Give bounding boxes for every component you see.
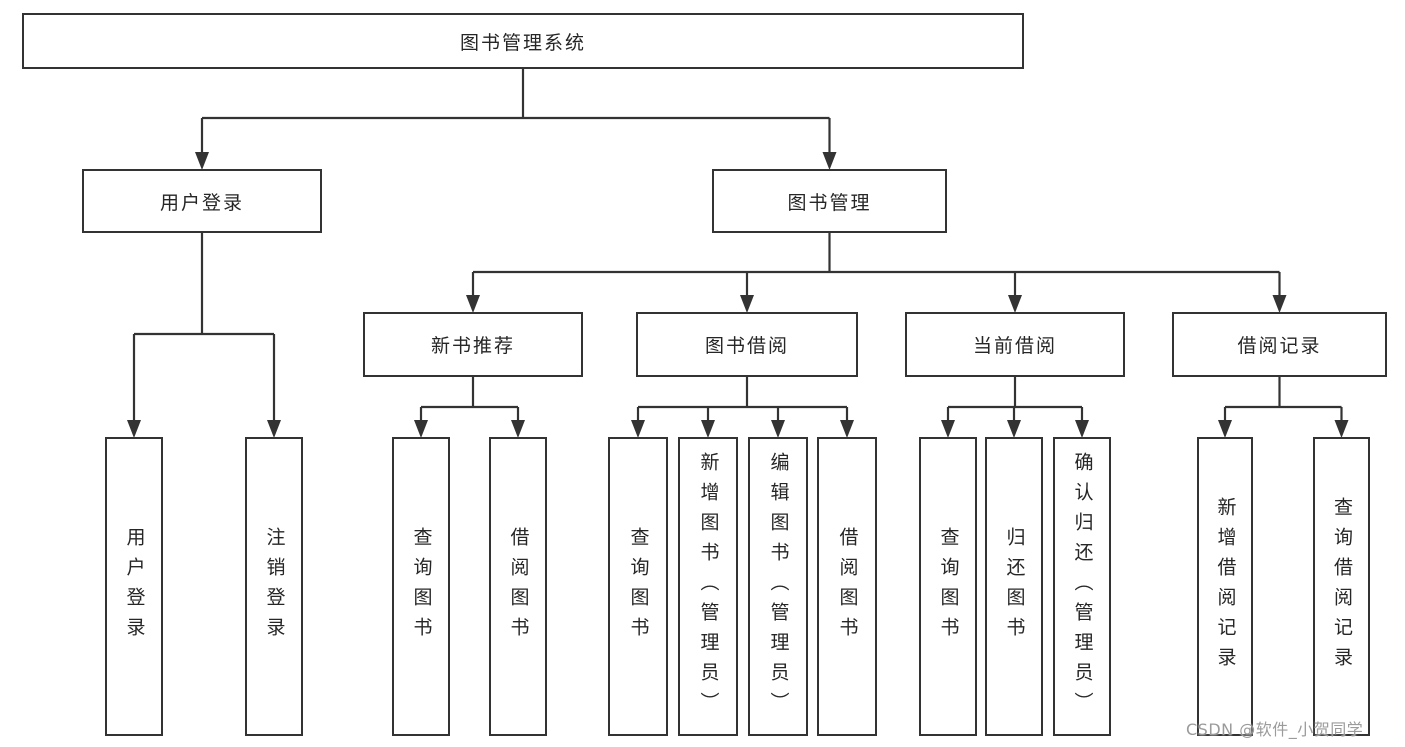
leaf-query-book-borrow: 查询图书 [608, 437, 668, 736]
leaf-borrow-book: 借阅图书 [817, 437, 877, 736]
node-book-management: 图书管理 [712, 169, 947, 233]
leaf-edit-book-admin: 编辑图书（管理员） [748, 437, 808, 736]
node-current-borrow: 当前借阅 [905, 312, 1125, 377]
node-borrow-record: 借阅记录 [1172, 312, 1387, 377]
leaf-user-login: 用户登录 [105, 437, 163, 736]
node-root: 图书管理系统 [22, 13, 1024, 69]
leaf-query-borrow-record: 查询借阅记录 [1313, 437, 1370, 736]
leaf-query-book-current: 查询图书 [919, 437, 977, 736]
node-user-login: 用户登录 [82, 169, 322, 233]
node-new-book-recommend: 新书推荐 [363, 312, 583, 377]
leaf-query-book-recommend: 查询图书 [392, 437, 450, 736]
leaf-logout: 注销登录 [245, 437, 303, 736]
csdn-watermark: CSDN @软件_小贺同学 [1186, 720, 1364, 739]
leaf-add-book-admin: 新增图书（管理员） [678, 437, 738, 736]
leaf-borrow-book-recommend: 借阅图书 [489, 437, 547, 736]
leaf-return-book: 归还图书 [985, 437, 1043, 736]
leaf-add-borrow-record: 新增借阅记录 [1197, 437, 1253, 736]
leaf-confirm-return-admin: 确认归还（管理员） [1053, 437, 1111, 736]
node-book-borrow: 图书借阅 [636, 312, 858, 377]
